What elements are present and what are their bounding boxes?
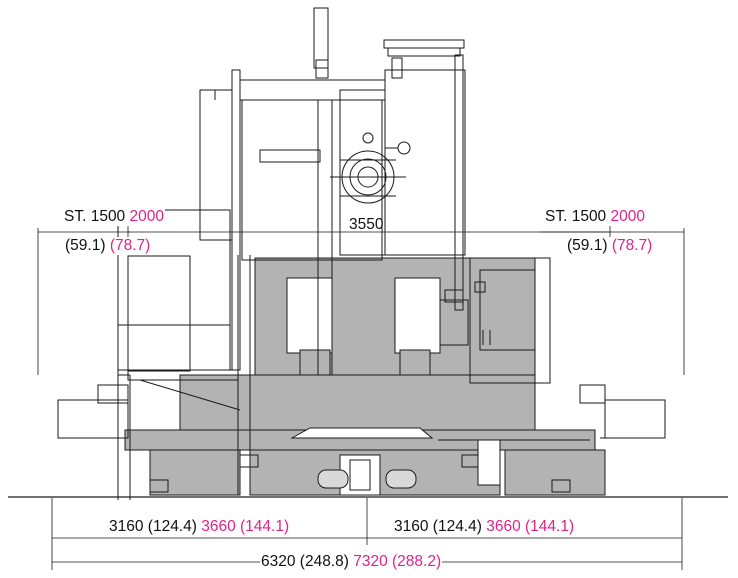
- leveling-feet: [149, 439, 571, 493]
- left-stroke-label: ST. 1500 2000: [63, 208, 165, 226]
- dimension-lines: [37, 226, 685, 570]
- slot-right: [385, 469, 417, 489]
- right-stroke-value: ST. 1500: [545, 208, 607, 225]
- total-dimension-label: 6320 (248.8) 7320 (288.2): [260, 553, 443, 571]
- left-stroke-inch-alt-value: (78.7): [109, 237, 151, 254]
- right-stroke-inch-alt-value: (78.7): [611, 237, 653, 254]
- slot-left: [317, 469, 349, 489]
- right-stroke-inch-value: (59.1): [567, 237, 608, 254]
- ram-lower-2: [399, 349, 431, 376]
- left-stroke-value: ST. 1500: [64, 208, 126, 225]
- right-half-value: 3160 (124.4): [394, 518, 482, 535]
- control-cabinets: [439, 257, 551, 384]
- left-half-value: 3160 (124.4): [109, 518, 197, 535]
- column-structure: [199, 7, 466, 375]
- spindle-head: [330, 132, 411, 204]
- table-top: [290, 427, 434, 439]
- total-alt-value: 7320 (288.2): [353, 553, 442, 570]
- right-stroke-alt-value: 2000: [610, 208, 645, 225]
- left-stroke-inch-label: (59.1) (78.7): [64, 237, 152, 255]
- total-value: 6320 (248.8): [261, 553, 349, 570]
- bed-block-left: [149, 449, 241, 496]
- window-left: [286, 277, 333, 354]
- center-width-value: 3550: [349, 216, 384, 233]
- left-stroke-inch-value: (59.1): [65, 237, 106, 254]
- left-half-alt-value: 3660 (144.1): [201, 518, 290, 535]
- left-half-dimension-label: 3160 (124.4) 3660 (144.1): [108, 518, 291, 536]
- left-stroke-alt-value: 2000: [129, 208, 164, 225]
- right-stroke-inch-label: (59.1) (78.7): [566, 237, 654, 255]
- center-width-label: 3550: [349, 216, 383, 234]
- operator-platform: [117, 209, 251, 500]
- window-right: [394, 277, 441, 354]
- right-half-alt-value: 3660 (144.1): [486, 518, 575, 535]
- right-half-dimension-label: 3160 (124.4) 3660 (144.1): [393, 518, 576, 536]
- side-covers: [57, 384, 666, 441]
- ram-lower: [299, 349, 331, 376]
- saddle-base: [179, 374, 536, 431]
- machine-body: [124, 257, 606, 496]
- bed-block-right: [504, 449, 606, 496]
- right-stroke-label: ST. 1500 2000: [544, 208, 646, 226]
